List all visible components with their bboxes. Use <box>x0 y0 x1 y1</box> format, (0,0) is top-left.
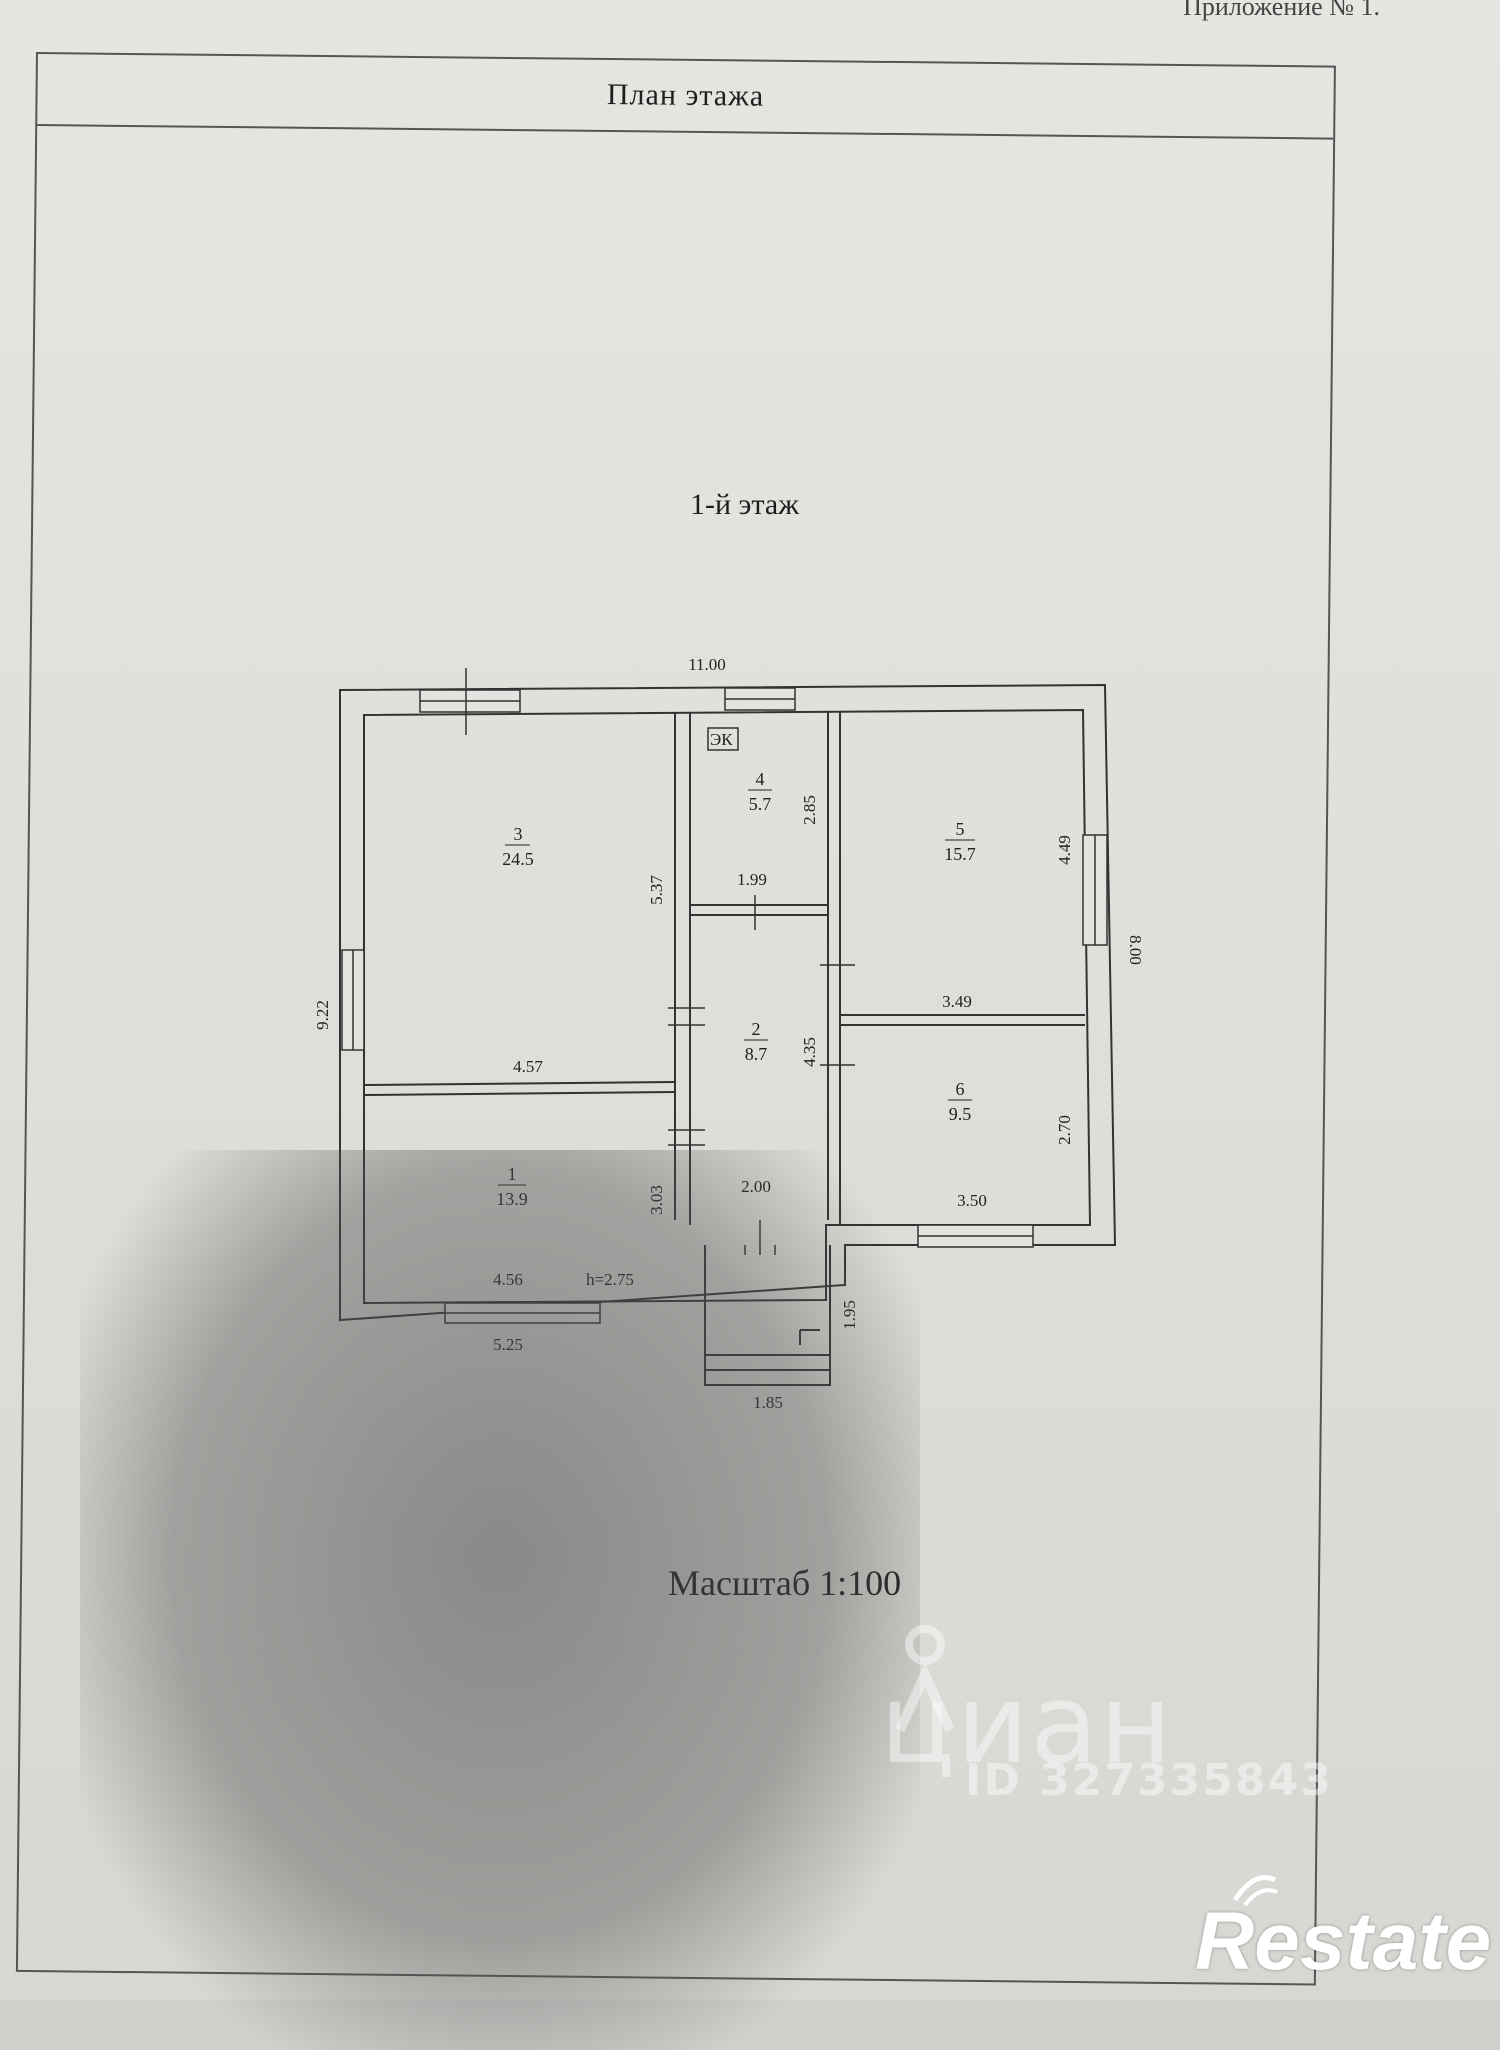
dim-top-total: 11.00 <box>688 655 726 674</box>
dim-left-total: 9.22 <box>313 1000 332 1030</box>
dim-room3-width: 4.57 <box>513 1057 543 1076</box>
room-area: 15.7 <box>944 844 976 864</box>
restate-logo: Restate <box>1195 1896 1492 1987</box>
floor-title: 1-й этаж <box>690 488 799 521</box>
dim-room6-width: 3.50 <box>957 1191 987 1210</box>
dim-bottom-left: 5.25 <box>493 1335 523 1354</box>
dim-room1-width: 4.56 <box>493 1270 523 1289</box>
dim-room5-width: 3.49 <box>942 992 972 1011</box>
room-number: 4 <box>756 769 765 789</box>
signal-waves-icon <box>1232 1875 1278 1907</box>
dim-right-total: 8.00 <box>1126 935 1145 965</box>
header-row: План этажа <box>37 54 1334 140</box>
dim-room4-width: 1.99 <box>737 870 767 889</box>
door-marks <box>465 668 855 1255</box>
cian-watermark: циан <box>880 1660 1174 1788</box>
dim-room6-height: 2.70 <box>1055 1115 1074 1145</box>
dim-room2-height: 4.35 <box>800 1037 819 1067</box>
inner-walls <box>363 712 1085 1386</box>
cian-id-watermark: ID 327335843 <box>965 1755 1333 1806</box>
dim-room1-height: 3.03 <box>647 1185 666 1215</box>
floor-plan: ЭК 3 24.5 4 5.7 5 15.7 2 8.7 6 9.5 1 13.… <box>313 655 1145 1412</box>
room-number: 1 <box>508 1164 517 1184</box>
appliance-box <box>707 727 739 751</box>
room-labels: 3 24.5 4 5.7 5 15.7 2 8.7 6 9.5 1 13.9 <box>496 769 976 1209</box>
dimension-labels: 11.00 9.22 8.00 5.37 4.57 2.85 1.99 4.49… <box>313 655 1145 1412</box>
dim-room5-height: 4.49 <box>1055 835 1074 865</box>
dim-porch-width: 1.85 <box>753 1393 783 1412</box>
scale-label: Масштаб 1:100 <box>668 1563 902 1603</box>
annex-label: Приложение № 1. <box>1183 0 1380 21</box>
windows <box>341 687 1108 1324</box>
dim-room4-height: 2.85 <box>800 795 819 825</box>
dim-porch-depth: 1.95 <box>840 1300 859 1330</box>
dim-room2-width: 2.00 <box>741 1177 771 1196</box>
room-area: 13.9 <box>496 1189 528 1209</box>
room-number: 2 <box>752 1019 761 1039</box>
room-number: 3 <box>514 824 523 844</box>
location-pin-icon <box>895 1625 955 1733</box>
room-area: 5.7 <box>749 794 772 814</box>
dim-room3-height: 5.37 <box>647 875 666 905</box>
header-title: План этажа <box>606 77 765 113</box>
room-area: 9.5 <box>949 1104 972 1124</box>
room-number: 6 <box>956 1079 965 1099</box>
room-area: 8.7 <box>745 1044 768 1064</box>
dim-ceiling-height: h=2.75 <box>586 1270 634 1289</box>
appliance-label: ЭК <box>710 730 733 749</box>
room-number: 5 <box>956 819 965 839</box>
room-area: 24.5 <box>502 849 534 869</box>
